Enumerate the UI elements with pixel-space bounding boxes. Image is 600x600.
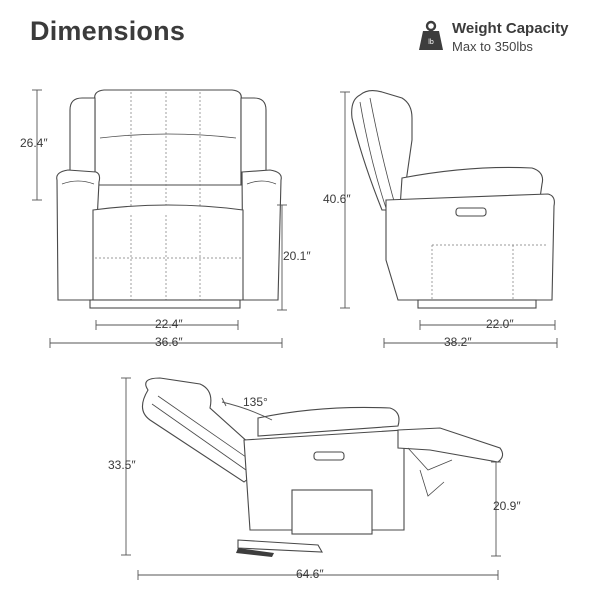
side-dimension-lines (340, 91, 558, 348)
recline-angle-label: 135° (243, 395, 268, 409)
front-view-chair (56, 89, 282, 309)
reclined-dimension-lines (121, 377, 501, 580)
front-back-height-label: 26.4″ (20, 136, 48, 150)
front-overall-width-label: 36.6″ (155, 335, 183, 349)
weight-capacity-badge: lb Weight Capacity Max to 350lbs (418, 18, 588, 58)
weight-capacity-title: Weight Capacity (452, 20, 569, 37)
page-title: Dimensions (30, 16, 186, 46)
reclined-length-label: 64.6″ (296, 567, 324, 581)
weight-icon: lb (419, 20, 443, 50)
side-overall-height-label: 40.6″ (323, 192, 351, 206)
recline-angle-indicator (221, 397, 273, 421)
side-view-chair (351, 89, 555, 309)
weight-capacity-subtitle: Max to 350lbs (452, 39, 533, 54)
reclined-height-label: 33.5″ (108, 458, 136, 472)
side-overall-depth-label: 38.2″ (444, 335, 472, 349)
svg-text:lb: lb (428, 39, 434, 46)
footrest-height-label: 20.9″ (493, 499, 521, 513)
front-dimension-lines (32, 89, 287, 348)
front-seat-width-label: 22.4″ (155, 317, 183, 331)
reclined-view-chair (141, 377, 504, 557)
front-seat-height-label: 20.1″ (283, 249, 311, 263)
side-seat-depth-label: 22.0″ (486, 317, 514, 331)
